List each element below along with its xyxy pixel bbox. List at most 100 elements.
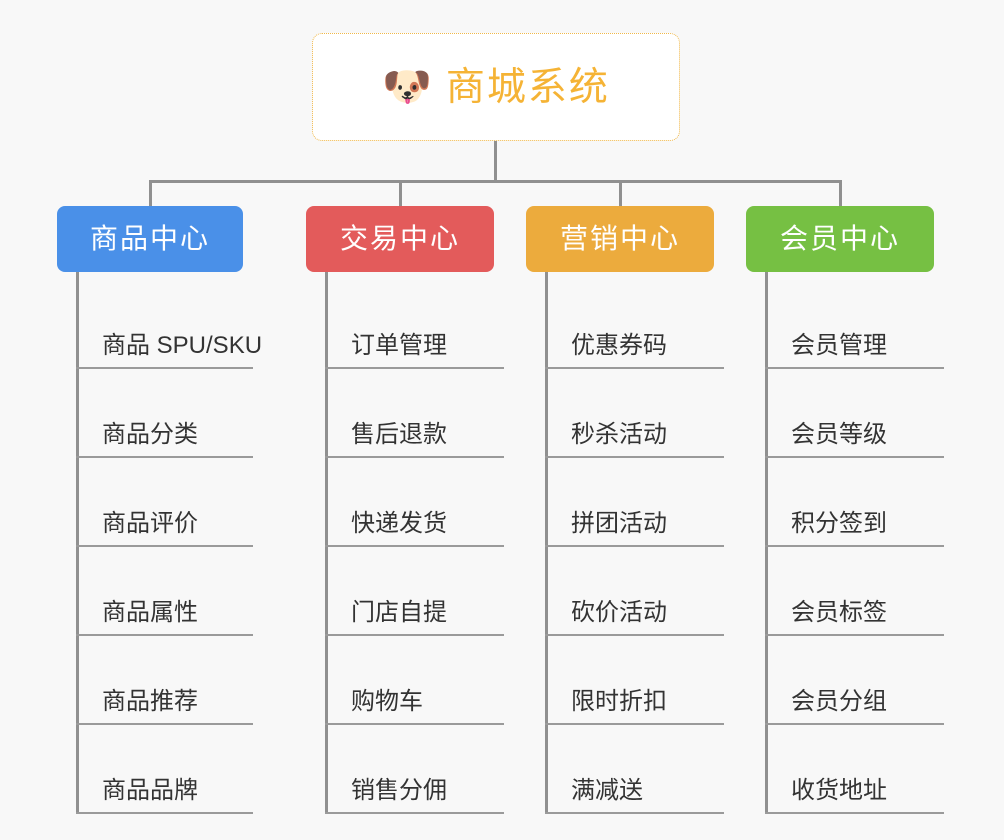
category-header-label: 交易中心 [339,223,460,254]
category-header-member-center[interactable]: 会员中心 [746,206,934,272]
leaf-item-label: 优惠券码 [571,332,667,359]
leaf-item-underline [76,456,253,458]
leaf-item[interactable]: 商品品牌 [57,725,253,814]
leaf-item[interactable]: 快递发货 [306,458,504,547]
leaf-item[interactable]: 限时折扣 [526,636,724,725]
leaf-item-label: 售后退款 [351,421,447,448]
leaf-item-underline [545,456,724,458]
leaf-item[interactable]: 订单管理 [306,280,504,369]
root-stem-line [494,141,497,183]
category-drop-line-member-center [839,180,842,206]
category-header-product-center[interactable]: 商品中心 [57,206,243,272]
leaf-item-label: 商品 SPU/SKU [102,332,263,359]
category-header-label: 会员中心 [779,223,900,254]
leaf-item[interactable]: 会员分组 [746,636,944,725]
leaf-item[interactable]: 门店自提 [306,547,504,636]
leaf-item-underline [325,367,504,369]
leaf-item-label: 商品评价 [102,510,198,537]
leaf-item-underline [325,812,504,814]
root-title: 商城系统 [445,65,610,109]
leaf-item-label: 限时折扣 [571,688,667,715]
leaf-item-underline [76,723,253,725]
leaf-item[interactable]: 商品属性 [57,547,253,636]
leaf-item[interactable]: 会员标签 [746,547,944,636]
leaf-item-label: 门店自提 [351,599,447,626]
leaf-item-label: 砍价活动 [571,599,667,626]
category-drop-line-product-center [149,180,152,206]
root-node[interactable]: 🐶 商城系统 [312,33,680,141]
leaf-item[interactable]: 销售分佣 [306,725,504,814]
leaf-item-underline [325,456,504,458]
category-column-marketing-center: 营销中心优惠券码秒杀活动拼团活动砍价活动限时折扣满减送 [526,206,724,814]
leaf-item[interactable]: 商品 SPU/SKU [57,280,263,369]
leaf-item-label: 销售分佣 [351,777,447,804]
leaf-item[interactable]: 砍价活动 [526,547,724,636]
leaf-item-label: 购物车 [351,688,423,715]
column-trunk-line-member-center [765,272,768,814]
category-header-label: 商品中心 [89,223,210,254]
leaf-item-underline [545,545,724,547]
leaf-item[interactable]: 会员管理 [746,280,944,369]
leaf-item-label: 会员分组 [791,688,887,715]
leaf-item-underline [545,723,724,725]
leaf-item[interactable]: 积分签到 [746,458,944,547]
leaf-item-underline [76,812,253,814]
leaf-item-label: 满减送 [571,777,643,804]
leaf-item[interactable]: 商品分类 [57,369,253,458]
leaf-item[interactable]: 收货地址 [746,725,944,814]
leaf-item[interactable]: 商品推荐 [57,636,253,725]
category-column-trade-center: 交易中心订单管理售后退款快递发货门店自提购物车销售分佣 [306,206,504,814]
leaf-item[interactable]: 购物车 [306,636,504,725]
leaf-item-underline [765,367,944,369]
leaf-item[interactable]: 秒杀活动 [526,369,724,458]
column-trunk-line-marketing-center [545,272,548,814]
column-trunk-line-product-center [76,272,79,814]
leaf-item-label: 商品属性 [102,599,198,626]
horizontal-bus-line [149,180,842,183]
leaf-item-underline [76,545,253,547]
leaf-item-label: 商品品牌 [102,777,198,804]
leaf-list-product-center: 商品 SPU/SKU 商品分类商品评价商品属性商品推荐商品品牌 [57,272,263,814]
leaf-item-underline [325,723,504,725]
leaf-item-underline [765,723,944,725]
leaf-item-underline [765,456,944,458]
leaf-item-label: 积分签到 [791,510,887,537]
leaf-item-label: 订单管理 [351,332,447,359]
leaf-item-label: 拼团活动 [571,510,667,537]
leaf-item-label: 秒杀活动 [571,421,667,448]
leaf-item[interactable]: 会员等级 [746,369,944,458]
leaf-item-underline [76,634,253,636]
leaf-item-underline [325,634,504,636]
leaf-list-marketing-center: 优惠券码秒杀活动拼团活动砍价活动限时折扣满减送 [526,272,724,814]
column-trunk-line-trade-center [325,272,328,814]
leaf-item-underline [76,367,253,369]
leaf-item-label: 商品推荐 [102,688,198,715]
leaf-item[interactable]: 商品评价 [57,458,253,547]
leaf-item-underline [765,545,944,547]
leaf-item-label: 快递发货 [351,510,447,537]
category-column-product-center: 商品中心商品 SPU/SKU 商品分类商品评价商品属性商品推荐商品品牌 [57,206,263,814]
leaf-item-underline [765,634,944,636]
category-drop-line-marketing-center [619,180,622,206]
leaf-item[interactable]: 拼团活动 [526,458,724,547]
category-header-trade-center[interactable]: 交易中心 [306,206,494,272]
leaf-item-label: 商品分类 [102,421,198,448]
leaf-item[interactable]: 满减送 [526,725,724,814]
category-header-marketing-center[interactable]: 营销中心 [526,206,714,272]
leaf-item-label: 会员标签 [791,599,887,626]
leaf-item[interactable]: 售后退款 [306,369,504,458]
leaf-item-label: 会员管理 [791,332,887,359]
dog-face-icon: 🐶 [382,65,432,109]
leaf-item-label: 收货地址 [791,777,887,804]
leaf-item-underline [545,634,724,636]
leaf-item-underline [545,367,724,369]
category-column-member-center: 会员中心会员管理会员等级积分签到会员标签会员分组收货地址 [746,206,944,814]
leaf-item-underline [545,812,724,814]
leaf-item-underline [765,812,944,814]
leaf-list-member-center: 会员管理会员等级积分签到会员标签会员分组收货地址 [746,272,944,814]
leaf-item-label: 会员等级 [791,421,887,448]
leaf-list-trade-center: 订单管理售后退款快递发货门店自提购物车销售分佣 [306,272,504,814]
leaf-item[interactable]: 优惠券码 [526,280,724,369]
category-drop-line-trade-center [399,180,402,206]
